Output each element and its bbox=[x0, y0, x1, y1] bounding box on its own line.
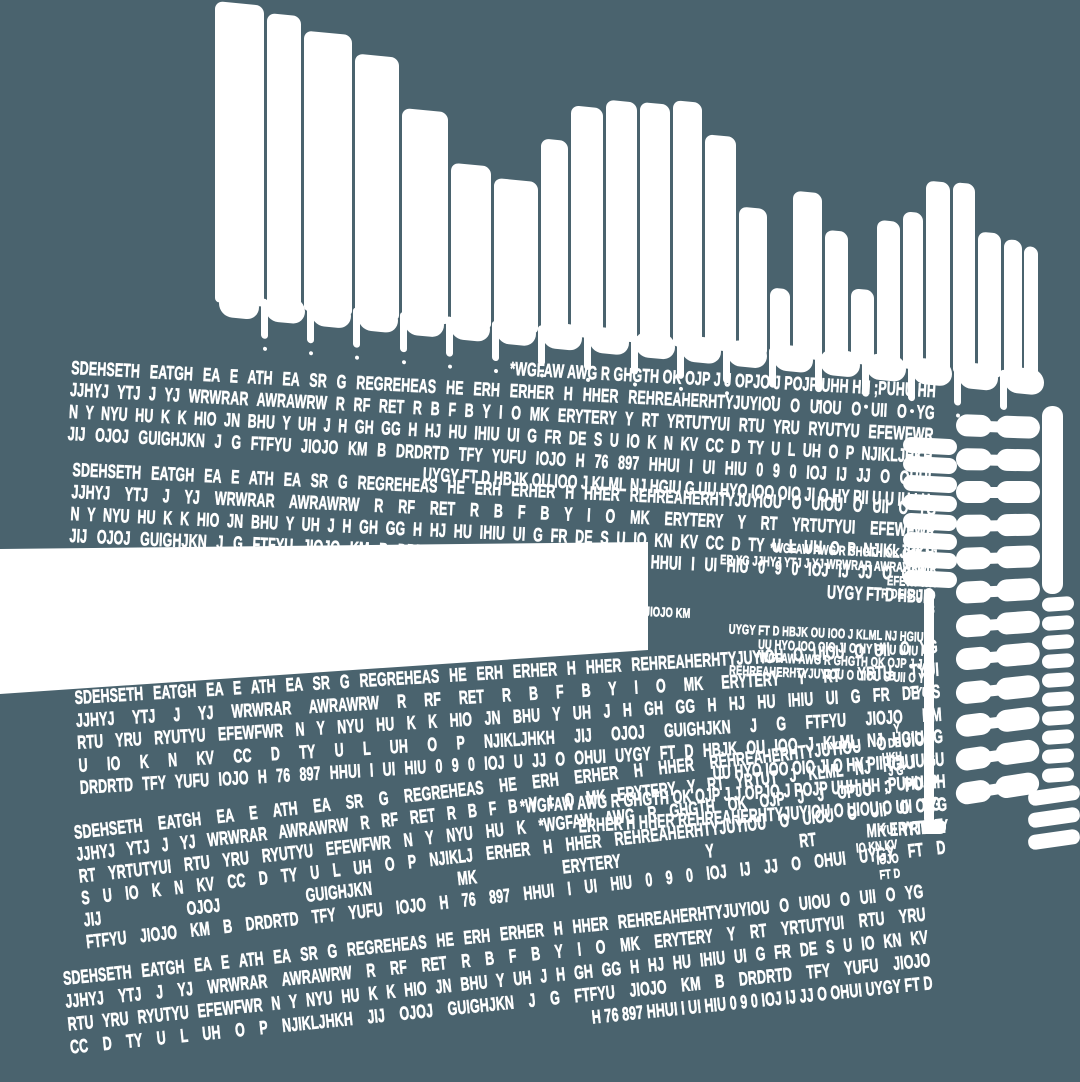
axis-label-blob bbox=[958, 361, 999, 392]
chart-bar-24 bbox=[1004, 238, 1022, 380]
axis-tick-stem bbox=[445, 316, 453, 357]
toggle-row[interactable] bbox=[955, 577, 1041, 604]
axis-tick-stem bbox=[954, 365, 961, 406]
toggle-row[interactable] bbox=[954, 738, 1041, 772]
axis-tick-stem bbox=[307, 302, 315, 344]
mini-pill bbox=[1041, 633, 1075, 651]
list-pill[interactable] bbox=[902, 474, 958, 494]
axis-tick-stem bbox=[261, 298, 268, 340]
toggle-row[interactable] bbox=[954, 674, 1041, 705]
chart-bar-22 bbox=[953, 182, 975, 376]
toggle-row[interactable] bbox=[955, 641, 1041, 672]
chart-bar-14 bbox=[739, 206, 767, 356]
axis-tick-stem bbox=[353, 307, 361, 348]
chart-bar-7 bbox=[494, 177, 538, 334]
toggle-row[interactable] bbox=[955, 609, 1041, 638]
toggle-label-blob bbox=[994, 641, 1041, 668]
axis-label-blob bbox=[265, 294, 306, 325]
toggle-knob bbox=[956, 481, 992, 504]
chart-bar-4 bbox=[355, 53, 399, 320]
axis-tick-stem bbox=[399, 311, 407, 353]
toggle-row[interactable] bbox=[954, 706, 1041, 739]
toggle-label-blob bbox=[995, 545, 1041, 569]
mini-pill bbox=[1041, 614, 1075, 632]
chart-bar-12 bbox=[673, 100, 702, 349]
chart-bar-10 bbox=[606, 99, 637, 343]
mini-pill bbox=[1041, 690, 1075, 708]
axis-label-blob bbox=[634, 330, 675, 361]
list-pill[interactable] bbox=[902, 569, 958, 589]
chart-bar-6 bbox=[451, 162, 491, 329]
mini-pill bbox=[1041, 766, 1075, 784]
toggle-label-blob bbox=[995, 415, 1041, 439]
chart-bar-11 bbox=[640, 101, 670, 346]
mini-pill bbox=[1041, 671, 1075, 689]
list-pill[interactable] bbox=[902, 436, 958, 456]
axis-label-blob bbox=[357, 303, 398, 334]
chart-bar-17 bbox=[825, 229, 848, 363]
toggle-label-blob bbox=[994, 738, 1041, 767]
mini-pill bbox=[1041, 728, 1075, 746]
axis-tick-stem bbox=[1000, 369, 1008, 411]
axis-label-blob bbox=[727, 339, 768, 370]
toggle-label-blob bbox=[995, 577, 1041, 602]
axis-label-blob bbox=[403, 308, 444, 339]
axis-label-blob bbox=[496, 317, 537, 347]
toggle-label-blob bbox=[994, 706, 1041, 734]
scrollbar-thumb[interactable] bbox=[1042, 406, 1063, 594]
chart-bar-23 bbox=[978, 231, 1001, 378]
axis-label-blob bbox=[819, 348, 860, 379]
mini-pill bbox=[1041, 747, 1075, 765]
slider-foot[interactable] bbox=[922, 820, 946, 834]
toggle-label-blob bbox=[995, 448, 1041, 472]
axis-label-blob bbox=[681, 334, 721, 365]
corner-pill bbox=[1027, 828, 1080, 851]
axis-label-blob bbox=[1004, 366, 1045, 396]
toggle-row[interactable] bbox=[955, 447, 1041, 472]
list-pill[interactable] bbox=[902, 455, 958, 475]
chart-bar-20 bbox=[903, 211, 923, 371]
chart-bar-9 bbox=[571, 105, 603, 340]
axis-tick-stem bbox=[492, 320, 499, 362]
mini-pill bbox=[1041, 709, 1075, 727]
chart-bar-8 bbox=[541, 138, 568, 336]
corner-pill bbox=[1027, 806, 1080, 829]
list-pill[interactable] bbox=[902, 512, 958, 532]
axis-label-blob bbox=[219, 290, 259, 321]
toggle-label-blob bbox=[996, 481, 1040, 504]
chart-bar-13 bbox=[705, 134, 736, 353]
page: *WGFAW AWG R GHGTH OK OJP J J OPJO J POJ… bbox=[0, 1, 1080, 1059]
chart-bar-21 bbox=[926, 180, 950, 373]
mini-pill bbox=[1041, 652, 1075, 670]
toggle-label-blob bbox=[995, 513, 1041, 537]
chart-bar-25 bbox=[1024, 245, 1038, 382]
toggle-label-blob bbox=[995, 609, 1041, 635]
list-pill[interactable] bbox=[902, 531, 958, 551]
mini-pill bbox=[1041, 595, 1075, 613]
list-pill[interactable] bbox=[902, 493, 958, 513]
toggle-label-blob bbox=[994, 674, 1041, 701]
toggle-row[interactable] bbox=[956, 481, 1040, 504]
chart-bar-2 bbox=[267, 13, 301, 311]
list-pill[interactable] bbox=[902, 550, 958, 570]
toggle-bridge bbox=[986, 487, 1004, 499]
chart-bar-1 bbox=[215, 1, 264, 307]
slider-track[interactable] bbox=[924, 588, 934, 824]
chart-bar-5 bbox=[402, 108, 448, 325]
toggle-row[interactable] bbox=[955, 513, 1041, 537]
toggle-row[interactable] bbox=[955, 545, 1041, 571]
chart-bar-16 bbox=[793, 190, 822, 361]
chart-bar-19 bbox=[877, 219, 900, 368]
toggle-row[interactable] bbox=[955, 414, 1041, 439]
axis-label-blob bbox=[588, 325, 629, 356]
axis-label-blob bbox=[450, 312, 490, 343]
chart-bar-3 bbox=[304, 30, 352, 316]
